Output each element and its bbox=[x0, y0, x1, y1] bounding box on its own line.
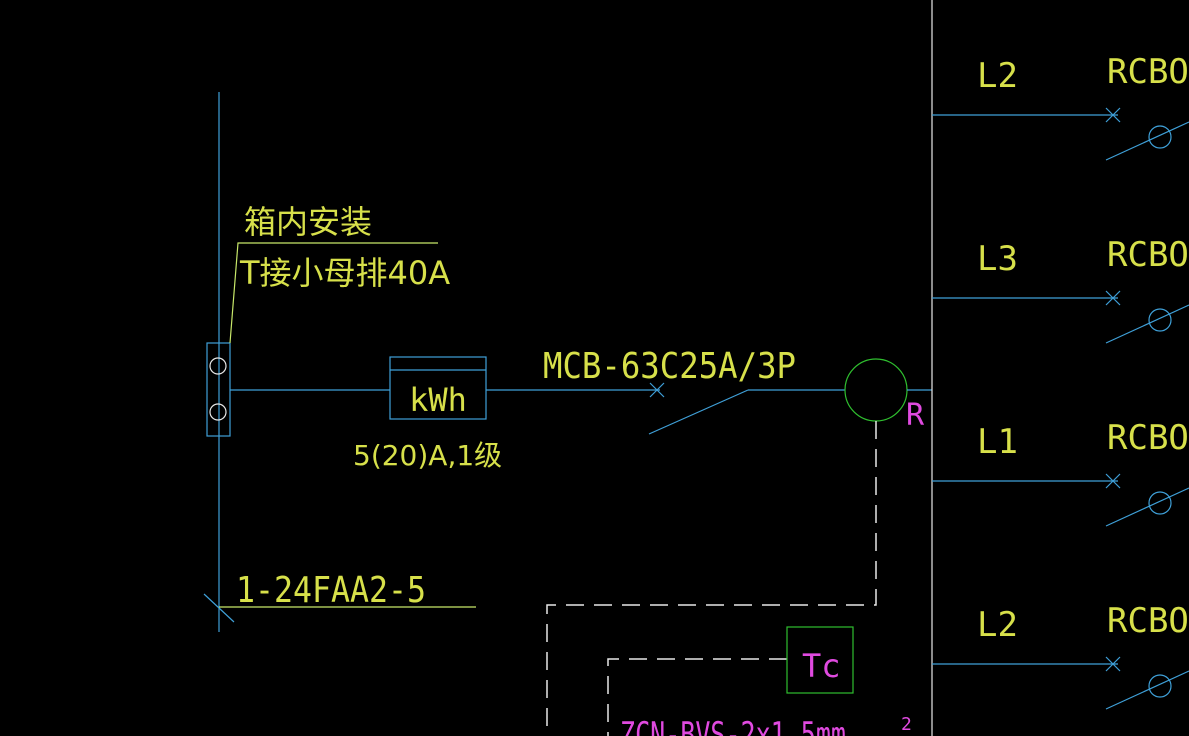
cable-label: ZCN-BVS-2x1.5mm bbox=[620, 715, 846, 736]
cable-superscript: 2 bbox=[901, 714, 912, 735]
branch-3-device: RCBO bbox=[1107, 418, 1189, 458]
branch-4-phase: L2 bbox=[977, 605, 1018, 645]
branch-3: L1 RCBO bbox=[932, 418, 1189, 527]
note-leader-line bbox=[229, 242, 438, 344]
terminal-circle-top bbox=[209, 357, 227, 375]
install-note: 箱内安装 bbox=[244, 203, 372, 241]
terminal-circle-bottom bbox=[209, 403, 227, 421]
branch-1-device: RCBO bbox=[1107, 52, 1189, 92]
feeder-label: 1-24FAA2-5 bbox=[236, 570, 426, 611]
meter-label: kWh bbox=[409, 381, 467, 419]
branch-2-phase: L3 bbox=[977, 239, 1018, 279]
branch-1: L2 RCBO bbox=[932, 52, 1189, 161]
branch-2-device: RCBO bbox=[1107, 235, 1189, 275]
breaker-label: MCB-63C25A/3P bbox=[543, 346, 796, 387]
breaker-blade bbox=[648, 389, 749, 435]
relay-circle bbox=[844, 358, 908, 422]
feeder-tick bbox=[203, 593, 235, 623]
branch-4: L2 RCBO bbox=[932, 601, 1189, 710]
busbar-note: T接小母排40A bbox=[239, 254, 450, 292]
timer-box bbox=[786, 626, 854, 694]
breaker-x-mark bbox=[649, 382, 665, 398]
branch-2: L3 RCBO bbox=[932, 235, 1189, 344]
meter-rating: 5(20)A,1级 bbox=[353, 439, 502, 472]
timer-label: Tc bbox=[802, 647, 841, 685]
control-dashed-line-outer bbox=[546, 421, 877, 736]
control-dashed-line-inner bbox=[607, 658, 787, 736]
relay-label: R bbox=[906, 398, 925, 433]
branch-3-phase: L1 bbox=[977, 422, 1018, 462]
branch-1-phase: L2 bbox=[977, 56, 1018, 96]
kwh-meter: kWh bbox=[389, 356, 487, 420]
branch-4-device: RCBO bbox=[1107, 601, 1189, 641]
